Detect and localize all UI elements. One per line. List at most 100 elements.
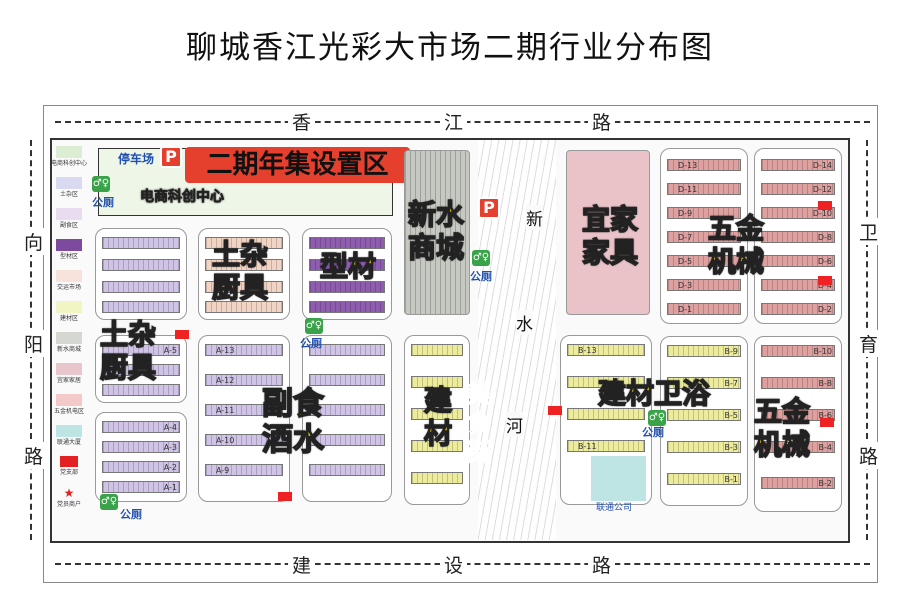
toilet-label: 公厕: [92, 196, 114, 209]
legend-label: 建材区: [59, 315, 78, 322]
shop-row: B-5: [667, 409, 741, 421]
shop-row: D-2: [761, 303, 835, 315]
legend-label: 党支部: [59, 469, 78, 476]
shop-row: [102, 301, 180, 313]
region-jiancai: 建材: [423, 383, 453, 451]
toilet-label: 公厕: [470, 270, 492, 283]
block-tuza-north: [95, 228, 187, 320]
block-xinshui-mall: [404, 150, 470, 315]
shop-row: D-4: [761, 279, 835, 291]
legend-item: ★党员商户: [50, 487, 88, 508]
legend-item: 建材区: [50, 301, 88, 322]
toilet-label: 公厕: [642, 426, 664, 439]
road-jianshe-2: 设: [440, 551, 468, 578]
parking-label: 停车场: [118, 152, 155, 166]
region-wujin-south: 五金机械: [753, 394, 811, 462]
legend-swatch: [56, 177, 82, 189]
shop-row: D-9: [667, 207, 741, 219]
block-tuza-kitchen: [198, 228, 290, 320]
legend-swatch: [56, 394, 82, 406]
shop-row: [102, 281, 180, 293]
shop-row: [309, 259, 385, 271]
toilet-icon: ♂♀: [92, 176, 110, 192]
legend-item: 新水商城: [50, 332, 88, 353]
shop-row: B-1: [667, 473, 741, 485]
toilet-icon: ♂♀: [472, 250, 490, 266]
shop-row: A-5: [102, 344, 180, 356]
legend-item: 联通大厦: [50, 425, 88, 446]
river-label-2: 水: [516, 310, 533, 335]
legend-label: 副食区: [59, 222, 78, 229]
shop-row: [205, 281, 283, 293]
shop-row: [309, 344, 385, 356]
shop-row: A-2: [102, 461, 180, 473]
region-building-materials-bathroom: 建材卫浴: [597, 376, 711, 411]
block-a-upper: A-5: [95, 335, 187, 403]
party-flag-icon: [818, 201, 832, 210]
region-tuza-kitchen-north: 土杂厨具: [211, 237, 269, 305]
legend-swatch: [60, 456, 78, 467]
shop-row: [309, 301, 385, 313]
shop-row: D-3: [667, 279, 741, 291]
shop-row: A-13: [205, 344, 283, 356]
legend-label: 电商科创中心: [50, 160, 87, 167]
toilet-icon: ♂♀: [305, 318, 323, 334]
shop-row: [309, 434, 385, 446]
shop-row: [411, 376, 463, 388]
shop-row: [411, 440, 463, 452]
shop-row: [567, 408, 645, 420]
party-flag-icon: [548, 406, 562, 415]
toilet-label: 公厕: [120, 508, 142, 521]
shop-row: B-9: [667, 345, 741, 357]
shop-row: [411, 472, 463, 484]
block-yijia: [566, 150, 650, 315]
toilet-icon: ♂♀: [648, 410, 666, 426]
shop-row: A-9: [205, 464, 283, 476]
shop-row: A-12: [205, 374, 283, 386]
legend-swatch: [56, 363, 82, 375]
shop-row: A-11: [205, 404, 283, 416]
legend-label: 五金机电区: [53, 408, 84, 415]
shop-row: B-10: [761, 345, 835, 357]
shop-row: D-11: [667, 183, 741, 195]
shop-row: B-6: [761, 409, 835, 421]
legend-swatch: [56, 146, 82, 158]
legend-swatch: [56, 239, 82, 251]
legend-item: 交运市场: [50, 270, 88, 291]
legend-item: 宜家家居: [50, 363, 88, 384]
shop-row: [567, 376, 645, 388]
road-jianshe-1: 建: [288, 551, 316, 578]
river-label-1: 新: [526, 205, 543, 230]
legend-label: 党员商户: [56, 501, 81, 508]
shop-row: D-7: [667, 231, 741, 243]
shop-row: [411, 408, 463, 420]
unicom-building: [591, 456, 646, 501]
shop-row: D-6: [761, 255, 835, 267]
legend-label: 联通大厦: [56, 439, 81, 446]
parking-icon: P: [160, 146, 182, 168]
road-jianshe-3: 路: [588, 551, 616, 578]
legend-swatch: [56, 208, 82, 220]
legend-item: 土杂区: [50, 177, 88, 198]
legend-label: 新水商城: [56, 346, 81, 353]
legend-label: 土杂区: [59, 191, 78, 198]
toilet-label: 公厕: [300, 337, 322, 350]
shop-row: [102, 384, 180, 396]
legend-swatch: [56, 425, 82, 437]
legend-swatch: [56, 332, 82, 344]
party-flag-icon: [278, 492, 292, 501]
road-weiyu-3: 路: [855, 442, 883, 469]
unicom-label: 联通公司: [596, 503, 633, 513]
shop-row: B-7: [667, 377, 741, 389]
region-wujin-north: 五金机械: [707, 211, 765, 279]
legend-label: 型材区: [59, 253, 78, 260]
shop-row: [309, 404, 385, 416]
shop-row: D-12: [761, 183, 835, 195]
party-flag-icon: [820, 418, 834, 427]
